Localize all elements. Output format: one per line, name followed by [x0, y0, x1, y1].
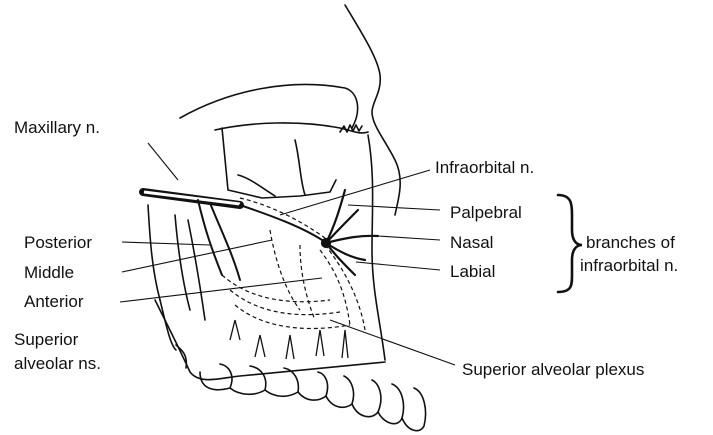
- infraorbital-nerve: [240, 205, 325, 242]
- infraorbital-canal: [240, 198, 325, 238]
- label-anterior: Anterior: [24, 292, 84, 311]
- orbit-inner: [295, 140, 305, 195]
- anterior-alveolar-dash: [300, 245, 315, 320]
- leader-plexus: [330, 320, 455, 365]
- label-maxillary-n: Maxillary n.: [14, 118, 100, 137]
- label-branches-of: branches of: [586, 233, 675, 252]
- plexus-dash-2: [230, 290, 340, 315]
- leader-anterior: [120, 278, 322, 302]
- label-palpebral: Palpebral: [450, 203, 522, 222]
- leader-palpebral: [348, 205, 440, 210]
- posterior-wall-2: [188, 220, 205, 320]
- label-nasal: Nasal: [450, 233, 493, 252]
- posterior-alveolar-branch: [198, 200, 222, 275]
- nasal-branch: [326, 236, 378, 243]
- maxilla-lower: [155, 300, 385, 380]
- zygoma-outline: [222, 128, 336, 198]
- leader-nasal: [378, 236, 440, 240]
- left-process: [176, 345, 186, 368]
- label-alveolar-ns: alveolar ns.: [14, 354, 101, 373]
- orbit-rim: [180, 85, 358, 128]
- maxilla-back: [148, 205, 160, 300]
- plexus-dash-3: [235, 305, 350, 328]
- branches-brace: [558, 195, 582, 292]
- label-superior: Superior: [14, 330, 78, 349]
- label-superior-alveolar-plexus: Superior alveolar plexus: [462, 360, 644, 379]
- label-middle: Middle: [24, 263, 74, 282]
- maxilla-front: [368, 135, 385, 360]
- label-infraorbital-n-2: infraorbital n.: [580, 256, 678, 275]
- posterior-alveolar-branch-2: [210, 203, 240, 280]
- leader-posterior: [122, 242, 210, 245]
- leader-maxillary: [148, 143, 178, 180]
- label-labial: Labial: [450, 262, 495, 281]
- teeth-row: [200, 364, 426, 431]
- leader-labial: [356, 262, 440, 270]
- label-posterior: Posterior: [24, 233, 92, 252]
- middle-alveolar-dash: [270, 230, 300, 310]
- labial-branch: [326, 243, 355, 275]
- label-infraorbital-n: Infraorbital n.: [435, 158, 534, 177]
